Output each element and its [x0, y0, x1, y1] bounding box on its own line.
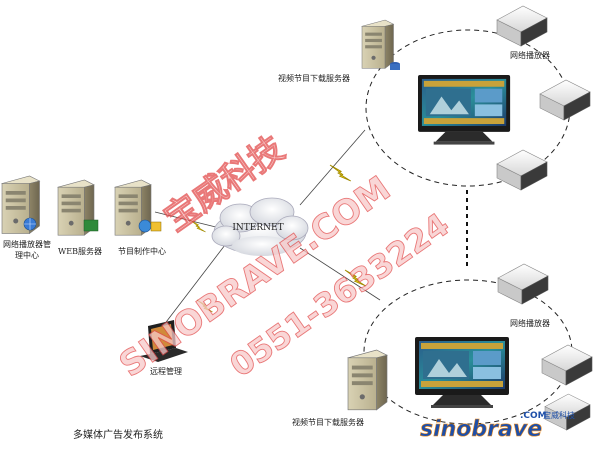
money-icon [83, 219, 99, 232]
internet-label: INTERNET [232, 223, 283, 233]
logo-cn: 宝威科技 [543, 410, 575, 420]
globe-icon [138, 219, 152, 233]
diagram-caption: 多媒体广告发布系统 [73, 430, 163, 441]
network-player-icon [496, 149, 548, 191]
logo-wordmark: sinobrave [420, 417, 542, 442]
label-player-top: 网络播放器 [510, 51, 550, 60]
label-remote-mgmt: 远程管理 [150, 367, 182, 376]
sinobrave-logo: .COM 宝威科技 sinobrave [420, 410, 575, 442]
internet-cloud [211, 197, 309, 256]
label-download-server-top: 视频节目下载服务器 [278, 74, 350, 83]
database-icon [390, 64, 400, 70]
label-download-server-bottom: 视频节目下载服务器 [292, 418, 364, 427]
network-player-icon [496, 5, 548, 47]
laptop-icon [140, 320, 188, 362]
link-internet-top [299, 129, 366, 206]
link-internet-bottom [299, 247, 381, 301]
display-screen-icon [415, 337, 509, 408]
label-mgmt-center: 网络播放器管理中心 [3, 240, 51, 260]
network-player-icon [497, 263, 549, 305]
folder-icon [150, 221, 162, 232]
label-web-server: WEB服务器 [58, 247, 102, 256]
network-player-icon [539, 79, 591, 121]
label-production-center: 节目制作中心 [118, 247, 166, 256]
server-icon [361, 19, 395, 69]
lightning-icon [329, 164, 352, 182]
server-icon [347, 349, 388, 411]
link-internet-remote [159, 244, 226, 331]
network-player-icon [541, 344, 593, 386]
display-screen-icon [418, 75, 511, 145]
globe-icon [23, 217, 37, 231]
label-player-bottom: 网络播放器 [510, 319, 550, 328]
logo-suffix: .COM [520, 411, 547, 421]
